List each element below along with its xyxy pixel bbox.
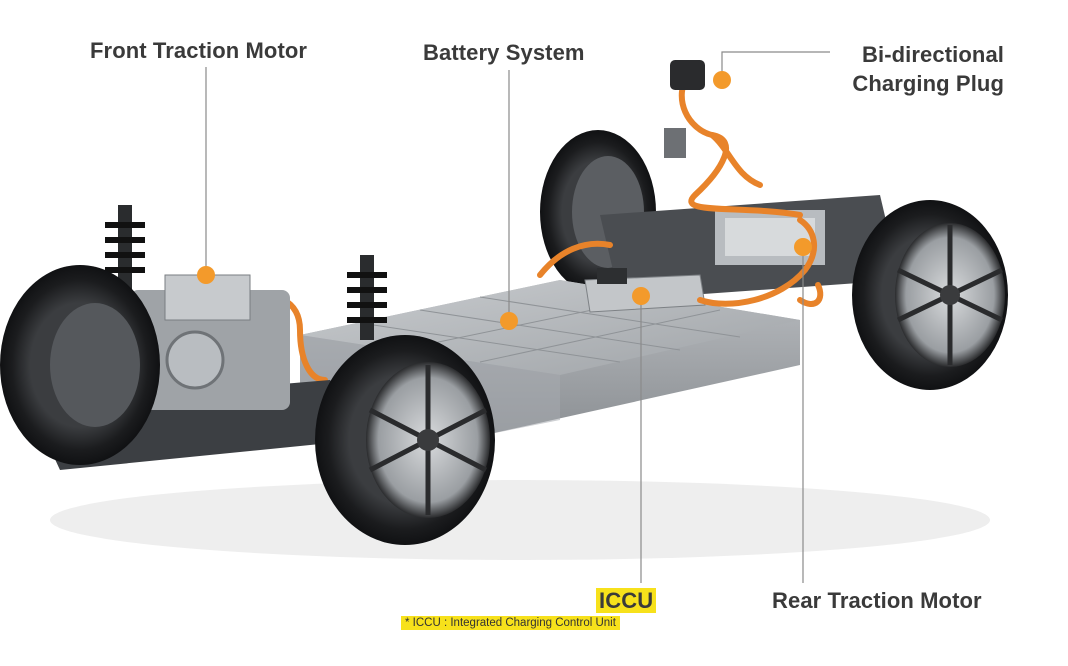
front-right-wheel bbox=[315, 335, 495, 545]
label-iccu: ICCU bbox=[596, 588, 657, 614]
callout-dot-front-motor bbox=[197, 266, 215, 284]
callout-dot-battery bbox=[500, 312, 518, 330]
label-charging-plug: Bi-directional Charging Plug bbox=[830, 40, 1004, 98]
ground-shadow bbox=[50, 480, 990, 560]
callout-dot-charging-plug bbox=[713, 71, 731, 89]
iccu-highlight: ICCU bbox=[596, 588, 657, 613]
callout-line-charging-plug bbox=[721, 51, 830, 78]
callout-dot-rear-motor bbox=[794, 238, 812, 256]
footnote-iccu: * ICCU : Integrated Charging Control Uni… bbox=[401, 616, 620, 630]
label-charging-plug-line1: Bi-directional bbox=[862, 42, 1004, 67]
label-front-traction-motor: Front Traction Motor bbox=[90, 38, 308, 63]
charging-plug bbox=[664, 60, 705, 158]
front-right-strut bbox=[347, 255, 387, 340]
callout-dot-iccu bbox=[632, 287, 650, 305]
front-left-wheel bbox=[0, 265, 160, 465]
label-battery-system: Battery System bbox=[423, 40, 585, 65]
label-rear-traction-motor: Rear Traction Motor bbox=[772, 588, 982, 613]
rear-subframe bbox=[600, 195, 900, 300]
rear-right-wheel bbox=[852, 200, 1008, 390]
label-charging-plug-line2: Charging Plug bbox=[852, 71, 1004, 96]
callout-lines bbox=[205, 51, 830, 583]
front-left-strut bbox=[105, 205, 145, 300]
callout-dots bbox=[197, 71, 812, 330]
